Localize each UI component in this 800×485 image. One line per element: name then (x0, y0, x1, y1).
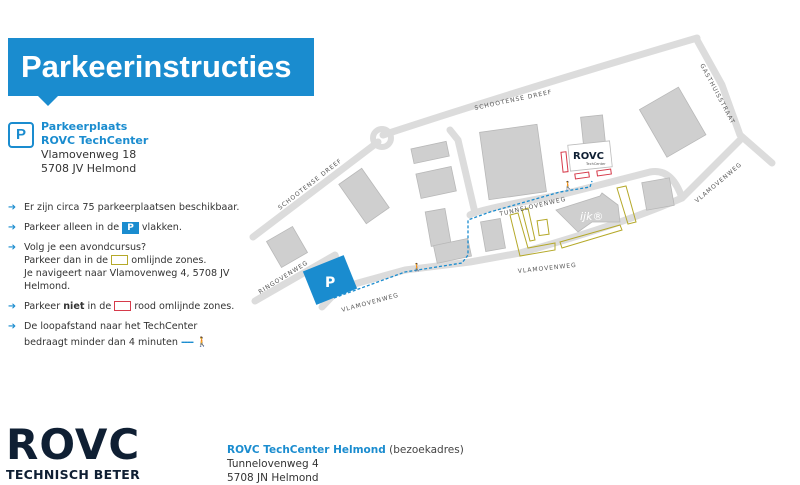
arrow-icon: ➔ (8, 202, 17, 213)
no-park-zones (560, 151, 612, 180)
building (265, 225, 309, 269)
visitor-address: ROVC TechCenter Helmond (bezoekadres) Tu… (227, 443, 464, 485)
arrow-icon: ➔ (8, 301, 17, 312)
list-item: ➔Parkeer alleen in de P vlakken. (8, 222, 182, 234)
parking-name-2: ROVC TechCenter (41, 134, 149, 147)
address-city: 5708 JN Helmond (227, 472, 319, 484)
building (479, 123, 547, 201)
road-gasthuisstraat (693, 36, 776, 167)
street-label: VLAMOVENWEG (517, 262, 577, 275)
building (580, 114, 606, 146)
rovc-sublabel: TechCenter (585, 162, 606, 166)
building (641, 177, 675, 211)
title-banner: Parkeerinstructies (8, 38, 314, 106)
parking-street: Vlamovenweg 18 (41, 148, 137, 161)
route-dash-icon: ---- (181, 337, 194, 348)
address-street: Tunnelovenweg 4 (227, 458, 319, 470)
list-item: ➔Er zijn circa 75 parkeerplaatsen beschi… (8, 202, 240, 213)
building (480, 218, 506, 252)
parking-chip: P (122, 222, 139, 234)
list-item: ➔Parkeer niet in de rood omlijnde zones. (8, 301, 235, 312)
building (410, 140, 450, 165)
road-schootense-dreef-left (249, 138, 382, 241)
roundabout (370, 126, 394, 150)
arrow-icon: ➔ (8, 321, 17, 332)
address-note: (bezoekadres) (389, 444, 464, 456)
ijk-building (555, 192, 621, 233)
parking-label: P (325, 275, 335, 291)
parking-name-1: Parkeerplaats (41, 120, 128, 133)
arrow-icon: ➔ (8, 242, 17, 253)
instructions-list: ➔Er zijn circa 75 parkeerplaatsen beschi… (8, 201, 248, 360)
buildings: ijk® (265, 86, 707, 269)
evening-zone-swatch (111, 255, 129, 265)
parking-area: P (302, 255, 358, 305)
building (433, 237, 472, 264)
building (338, 167, 390, 225)
evening-zones (509, 185, 637, 257)
arrow-icon: ➔ (8, 222, 17, 233)
page-title: Parkeerinstructies (21, 49, 292, 84)
pedestrian-icon: 🚶 (412, 262, 422, 272)
pedestrian-icon: 🚶 (563, 180, 573, 190)
rovc-logo: ROVC TECHNISCH BETER (6, 420, 141, 483)
pedestrian-icon: 🚶 (196, 337, 208, 348)
road-vlamovenweg-right (678, 136, 744, 202)
road-schootense-dreef (379, 34, 701, 139)
building (424, 208, 452, 247)
street-label: VLAMOVENWEG (341, 292, 400, 314)
list-item: ➔Volg je een avondcursus?Parkeer dan in … (8, 242, 230, 292)
building (415, 166, 457, 199)
rovc-label: ROVC (573, 151, 604, 162)
road-connector (446, 126, 479, 217)
no-park-zone-swatch (114, 301, 132, 311)
ijk-label: ijk® (580, 210, 603, 223)
rovc-building: ROVC TechCenter (567, 140, 613, 172)
parking-city: 5708 JV Helmond (41, 162, 137, 175)
parking-icon: P (8, 122, 34, 148)
building (638, 86, 707, 158)
street-label: SCHOOTENSE DREEF (277, 157, 344, 211)
address-name: ROVC TechCenter Helmond (227, 444, 386, 456)
